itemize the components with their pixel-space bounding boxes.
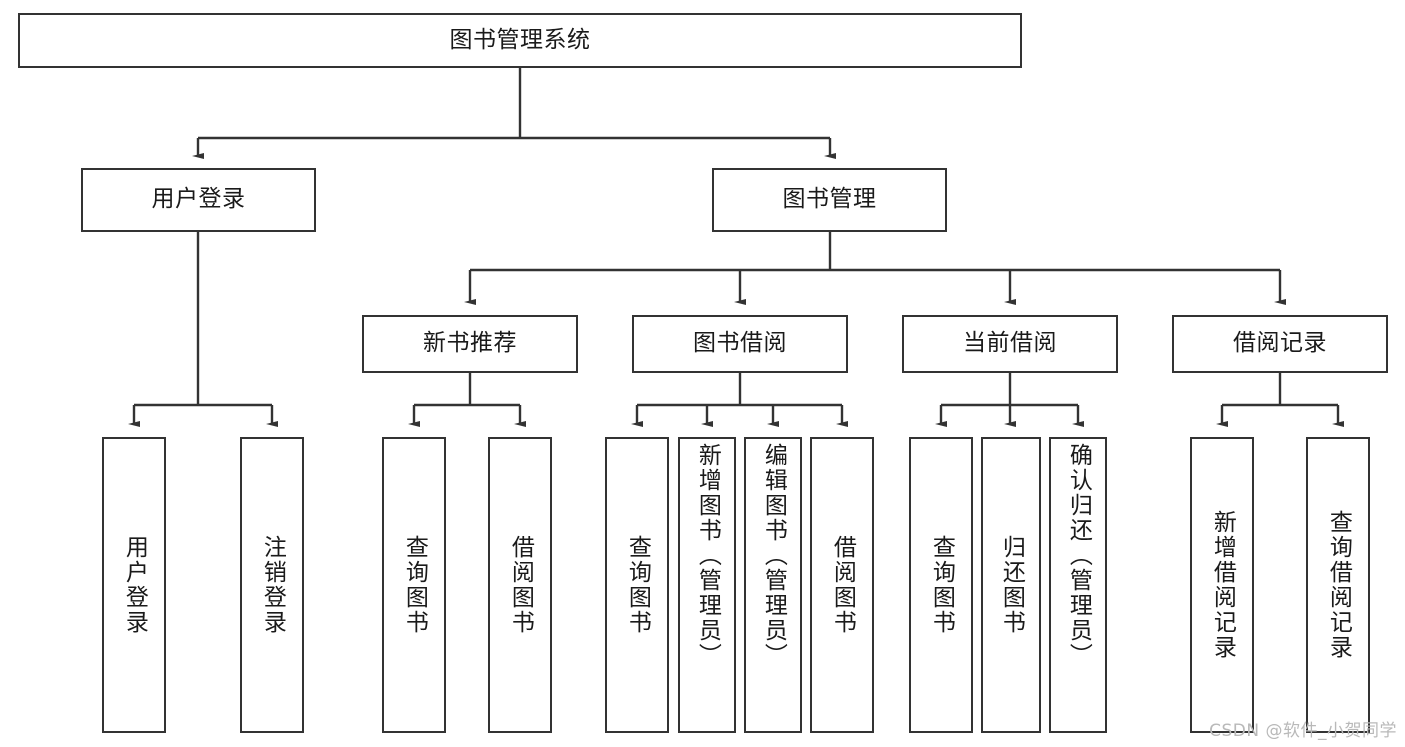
node-label: 用户登录 — [121, 535, 148, 635]
leaf-add-book-admin[interactable]: 新增图书（管理员） — [678, 437, 736, 733]
node-label: 当前借阅 — [963, 330, 1057, 357]
leaf-user-login[interactable]: 用户登录 — [102, 437, 166, 733]
node-label: 确认归还（管理员） — [1065, 443, 1092, 668]
node-label: 图书管理系统 — [449, 26, 591, 53]
leaf-logout-login[interactable]: 注销登录 — [240, 437, 304, 733]
leaf-query-book-borrow[interactable]: 查询图书 — [605, 437, 669, 733]
node-label: 用户登录 — [151, 186, 246, 213]
node-label: 借阅图书 — [507, 535, 534, 635]
node-borrow-record[interactable]: 借阅记录 — [1172, 315, 1388, 373]
node-current-borrow[interactable]: 当前借阅 — [902, 315, 1118, 373]
node-label: 查询图书 — [624, 535, 651, 635]
node-label: 注销登录 — [259, 535, 286, 635]
leaf-query-book-recommend[interactable]: 查询图书 — [382, 437, 446, 733]
leaf-query-book-current[interactable]: 查询图书 — [909, 437, 973, 733]
node-label: 查询图书 — [401, 535, 428, 635]
node-book-borrow[interactable]: 图书借阅 — [632, 315, 848, 373]
csdn-watermark: CSDN @软件_小贺同学 — [1209, 721, 1397, 741]
leaf-confirm-return-admin[interactable]: 确认归还（管理员） — [1049, 437, 1107, 733]
node-root-book-management-system[interactable]: 图书管理系统 — [18, 13, 1022, 68]
node-label: 新书推荐 — [423, 330, 517, 357]
node-label: 查询借阅记录 — [1325, 510, 1352, 660]
node-label: 新增图书（管理员） — [694, 443, 721, 668]
leaf-borrow-book[interactable]: 借阅图书 — [810, 437, 874, 733]
node-label: 查询图书 — [928, 535, 955, 635]
node-label: 新增借阅记录 — [1209, 510, 1236, 660]
node-label: 图书管理 — [782, 186, 877, 213]
leaf-add-borrow-record[interactable]: 新增借阅记录 — [1190, 437, 1254, 733]
leaf-return-book[interactable]: 归还图书 — [981, 437, 1041, 733]
node-label: 归还图书 — [998, 535, 1025, 635]
leaf-query-borrow-record[interactable]: 查询借阅记录 — [1306, 437, 1370, 733]
leaf-edit-book-admin[interactable]: 编辑图书（管理员） — [744, 437, 802, 733]
node-label: 借阅图书 — [829, 535, 856, 635]
node-book-management[interactable]: 图书管理 — [712, 168, 947, 232]
node-user-login[interactable]: 用户登录 — [81, 168, 316, 232]
node-label: 借阅记录 — [1233, 330, 1327, 357]
leaf-borrow-book-recommend[interactable]: 借阅图书 — [488, 437, 552, 733]
node-label: 编辑图书（管理员） — [760, 443, 787, 668]
node-label: 图书借阅 — [693, 330, 787, 357]
node-new-book-recommend[interactable]: 新书推荐 — [362, 315, 578, 373]
